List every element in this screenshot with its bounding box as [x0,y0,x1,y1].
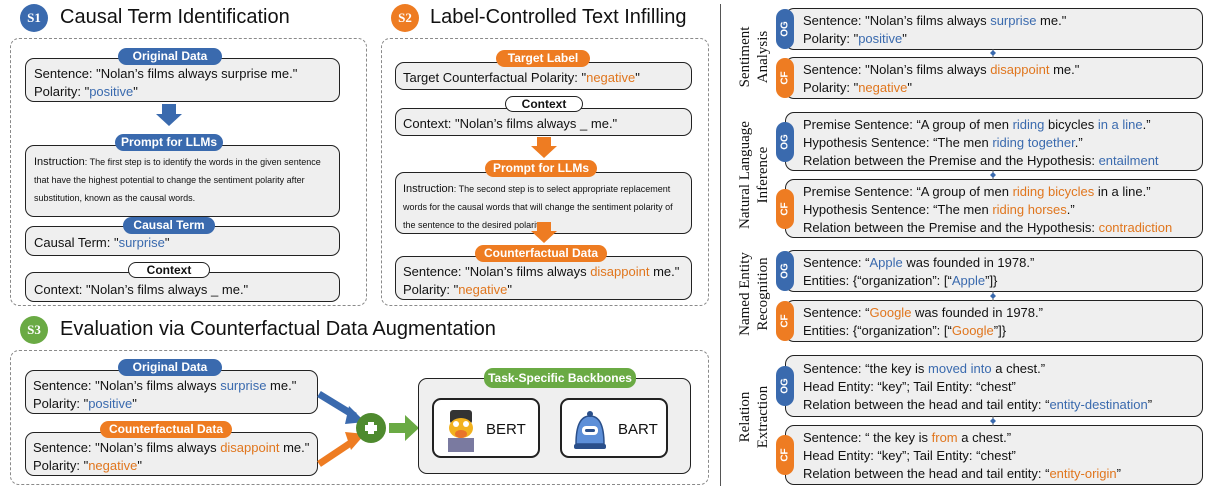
s2-cf-pill: Counterfactual Data [475,245,607,262]
s3-panel [10,350,709,485]
nli-cf-box: Premise Sentence: “A group of men riding… [785,179,1203,238]
nli-og-line1: Premise Sentence: “A group of men riding… [803,117,1151,132]
s1-prompt-box: Instruction: The first step is to identi… [25,145,340,217]
sa-cf-line2: Polarity: "negative" [803,80,912,95]
re-cf-line3: Relation between the head and tail entit… [803,466,1121,481]
s1-causal-term: Causal Term: "surprise" [34,235,170,250]
s3-cf-sentence: Sentence: "Nolan’s films always disappoi… [33,440,310,455]
s2-polarity: Polarity: "negative" [403,282,512,297]
bart-label: BART [618,421,658,438]
s2-arrows [531,137,557,243]
ner-cf-line2: Entities: {“organization”: [“Google”]} [803,323,1007,338]
re-og-line1: Sentence: “the key is moved into a chest… [803,361,1046,376]
re-cf-tag: CF [776,435,794,475]
ner-cf-tag: CF [776,301,794,341]
nli-og-tag: OG [776,122,794,162]
s2-target-pill: Target Label [496,50,590,67]
s2-target: Target Counterfactual Polarity: "negativ… [403,70,640,85]
s2-title: Label-Controlled Text Infilling [430,6,687,28]
s3-original-box: Sentence: "Nolan’s films always surprise… [25,370,318,414]
s2-arrow-2 [531,222,557,243]
s1-title: Causal Term Identification [60,6,290,28]
s1-causal-pill: Causal Term [123,217,215,234]
s3-title: Evaluation via Counterfactual Data Augme… [60,318,496,340]
s1-instruction: Instruction: The first step is to identi… [34,156,321,203]
s2-context-pill: Context [505,96,583,112]
sa-og-line2: Polarity: "positive" [803,31,907,46]
s1-original-box: Sentence: "Nolan’s films always surprise… [25,58,340,102]
bart-icon [574,411,606,449]
s3-cf-box: Sentence: "Nolan’s films always disappoi… [25,432,318,476]
s3-cf-pill: Counterfactual Data [100,421,232,438]
ner-cf-box: Sentence: “Google was founded in 1978.” … [785,300,1203,342]
s3-cf-polarity: Polarity: "negative" [33,458,142,473]
re-cf-line1: Sentence: “ the key is from a chest.” [803,430,1012,445]
re-og-line3: Relation between the head and tail entit… [803,397,1153,412]
ner-og-line2: Entities: {“organization”: [“Apple”]} [803,273,998,288]
s1-panel [10,38,367,306]
s2-badge: S2 [391,4,419,32]
s1-badge: S1 [20,4,48,32]
sa-og-line1: Sentence: "Nolan’s films always surprise… [803,13,1067,28]
s3-og-sentence: Sentence: "Nolan’s films always surprise… [33,378,297,393]
sa-og-box: Sentence: "Nolan’s films always surprise… [785,8,1203,50]
re-cf-line2: Head Entity: “key”; Tail Entity: “chest” [803,448,1016,463]
s1-sentence: Sentence: "Nolan’s films always surprise… [34,66,298,81]
s3-merge-graphic [317,391,419,467]
s2-instruction: Instruction: The second step is to selec… [403,183,673,230]
s1-original-pill: Original Data [118,48,222,65]
nli-cf-line2: Hypothesis Sentence: “The men riding hor… [803,202,1075,217]
nli-cf-line3: Relation between the Premise and the Hyp… [803,220,1173,235]
ner-cf-line1: Sentence: “Google was founded in 1978.” [803,305,1043,320]
s2-context-box: Context: "Nolan’s films always _ me." [395,108,692,136]
s1-polarity: Polarity: "positive" [34,84,138,99]
bert-card: BERT [432,398,540,458]
sa-cf-box: Sentence: "Nolan’s films always disappoi… [785,57,1203,99]
s2-sentence: Sentence: "Nolan’s films always disappoi… [403,264,680,279]
nli-og-box: Premise Sentence: “A group of men riding… [785,112,1203,171]
re-cf-box: Sentence: “ the key is from a chest.” He… [785,425,1203,485]
s1-arrows [156,104,182,126]
ner-og-tag: OG [776,251,794,291]
s3-og-polarity: Polarity: "positive" [33,396,137,411]
s1-arrow-1 [156,104,182,126]
s3-backbones-pill: Task-Specific Backbones [484,368,636,388]
sa-cf-tag: CF [776,58,794,98]
s2-prompt-pill: Prompt for LLMs [485,160,597,177]
s3-original-pill: Original Data [118,359,222,376]
bert-label: BERT [486,421,526,438]
vertical-divider [720,4,721,486]
s3-badge: S3 [20,316,48,344]
s2-prompt-box: Instruction: The second step is to selec… [395,172,692,234]
s1-context-pill: Context [128,262,210,278]
s2-arrow-1 [531,137,557,158]
sa-og-tag: OG [776,9,794,49]
bart-card: BART [560,398,668,458]
nli-og-line2: Hypothesis Sentence: “The men riding tog… [803,135,1083,150]
s2-cf-box: Sentence: "Nolan’s films always disappoi… [395,256,692,300]
bert-icon [448,410,474,452]
re-og-line2: Head Entity: “key”; Tail Entity: “chest” [803,379,1016,394]
s1-context: Context: "Nolan’s films always _ me." [34,282,249,297]
nli-og-line3: Relation between the Premise and the Hyp… [803,153,1159,168]
s1-prompt-pill: Prompt for LLMs [115,134,223,151]
s3-arrow-green [389,415,419,441]
s2-panel [381,38,709,306]
s2-context: Context: "Nolan’s films always _ me." [403,116,618,131]
nli-cf-tag: CF [776,189,794,229]
nli-cf-line1: Premise Sentence: “A group of men riding… [803,184,1151,199]
re-og-tag: OG [776,366,794,406]
re-og-box: Sentence: “the key is moved into a chest… [785,355,1203,417]
ner-og-box: Sentence: “Apple was founded in 1978.” E… [785,250,1203,292]
ner-og-line1: Sentence: “Apple was founded in 1978.” [803,255,1035,270]
sa-cf-line1: Sentence: "Nolan’s films always disappoi… [803,62,1080,77]
